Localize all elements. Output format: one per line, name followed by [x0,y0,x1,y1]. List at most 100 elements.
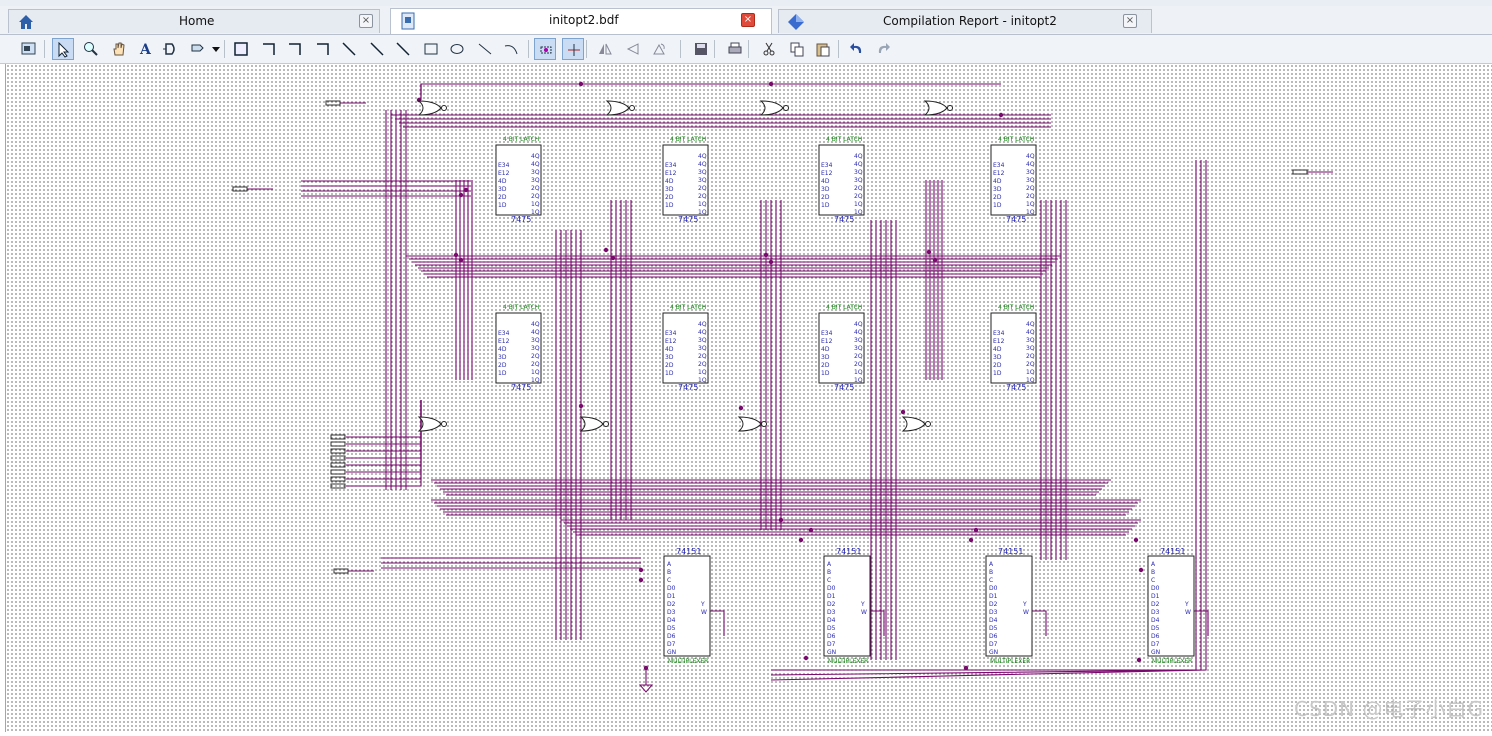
copy-icon[interactable] [786,38,808,60]
chip-pin-label: 3D [821,354,830,361]
input-pin[interactable] [330,448,346,454]
chip-pin-label: D5 [989,625,998,632]
tab-initopt2-bdf[interactable]: initopt2.bdf × [390,8,772,34]
chip-pin-label: 3Q [531,169,540,176]
diagonal-bus-tool-icon[interactable] [366,38,388,60]
input-pin[interactable] [232,186,248,192]
undo-icon[interactable] [846,38,868,60]
latch-7475-block[interactable]: 4 BIT LATCHE34E124D3D2D1D4Q4Q3Q3Q2Q2Q1Q1… [818,136,865,224]
mux-part-number: 74151 [676,547,701,556]
chip-pin-label: D6 [989,633,998,640]
chip-pin-label: 2Q [698,353,707,360]
orthogonal-conduit-tool-icon[interactable] [312,38,334,60]
ellipse-tool-icon[interactable] [446,38,468,60]
latch-7475-block[interactable]: 4 BIT LATCHE34E124D3D2D1D4Q4Q3Q3Q2Q2Q1Q1… [662,136,709,224]
block-tool-icon[interactable] [230,38,252,60]
hand-tool-icon[interactable] [108,38,130,60]
latch-7475-block[interactable]: 4 BIT LATCHE34E124D3D2D1D4Q4Q3Q3Q2Q2Q1Q1… [990,304,1037,392]
latch-7475-block[interactable]: 4 BIT LATCHE34E124D3D2D1D4Q4Q3Q3Q2Q2Q1Q1… [990,136,1037,224]
orthogonal-bus-tool-icon[interactable] [284,38,306,60]
or-gate-symbol[interactable] [417,416,447,432]
orthogonal-node-tool-icon[interactable] [258,38,280,60]
chip-pin-label: 4Q [531,321,540,328]
latch-7475-block[interactable]: 4 BIT LATCHE34E124D3D2D1D4Q4Q3Q3Q2Q2Q1Q1… [495,136,542,224]
close-icon[interactable]: × [359,14,373,28]
input-pin[interactable] [325,100,341,106]
close-icon[interactable]: × [741,13,755,27]
input-pin[interactable] [330,483,346,489]
input-pin[interactable] [330,462,346,468]
chip-pin-label: 4Q [531,329,540,336]
latch-7475-block[interactable]: 4 BIT LATCHE34E124D3D2D1D4Q4Q3Q3Q2Q2Q1Q1… [662,304,709,392]
partial-line-selection-icon[interactable] [562,38,584,60]
chip-pin-label: E34 [665,330,677,337]
or-gate-symbol[interactable] [737,416,767,432]
bus-wire [346,400,422,473]
pin-tool-icon[interactable] [188,38,210,60]
or-gate-symbol[interactable] [579,416,609,432]
diagonal-node-tool-icon[interactable] [338,38,360,60]
rectangle-tool-icon[interactable] [420,38,442,60]
chip-pin-label: 2Q [1026,361,1035,368]
diagonal-conduit-tool-icon[interactable] [392,38,414,60]
or-gate-symbol[interactable] [417,100,447,116]
output-pin[interactable] [1292,169,1308,175]
paste-icon[interactable] [812,38,834,60]
latch-7475-block[interactable]: 4 BIT LATCHE34E124D3D2D1D4Q4Q3Q3Q2Q2Q1Q1… [495,304,542,392]
latch-7475-block[interactable]: 4 BIT LATCHE34E124D3D2D1D4Q4Q3Q3Q2Q2Q1Q1… [818,304,865,392]
save-icon[interactable] [690,38,712,60]
bus-wire [420,83,1001,98]
text-tool-icon[interactable]: A [134,38,156,60]
flip-vertical-icon[interactable] [622,38,644,60]
or-gate-symbol[interactable] [759,100,789,116]
or-gate-symbol[interactable] [901,416,931,432]
symbol-tool-icon[interactable] [160,38,182,60]
flip-horizontal-icon[interactable] [594,38,616,60]
bus-wire [346,400,422,480]
tab-home[interactable]: Home × [8,9,380,33]
chip-pin-label: D5 [667,625,676,632]
cut-icon[interactable] [758,38,780,60]
or-gate-symbol[interactable] [923,100,953,116]
chip-pin-label: 3Q [854,177,863,184]
chip-pin-label: D7 [667,641,676,648]
tab-compilation-report[interactable]: Compilation Report - initopt2 × [778,9,1152,33]
chip-pin-label: 4Q [698,329,707,336]
print-icon[interactable] [724,38,746,60]
chip-pin-label: 3D [498,354,507,361]
symbol-dropdown-arrow-icon[interactable] [208,38,222,60]
input-pin[interactable] [330,434,346,440]
chip-pin-label: E12 [665,338,677,345]
bus-wire [420,83,1001,94]
arc-tool-icon[interactable] [500,38,522,60]
input-pin[interactable] [330,441,346,447]
chip-pin-label: D1 [989,593,998,600]
rubberbanding-icon[interactable] [534,38,556,60]
chip-pin-label: E12 [821,170,833,177]
line-tool-icon[interactable] [474,38,496,60]
ground-symbol [638,668,654,693]
window-detach-icon[interactable] [18,38,40,60]
or-gate-symbol[interactable] [605,100,635,116]
close-icon[interactable]: × [1123,14,1137,28]
input-pin[interactable] [330,455,346,461]
chip-pin-label: A [989,561,994,568]
zoom-tool-icon[interactable] [80,38,102,60]
input-pin[interactable] [330,476,346,482]
rotate-icon[interactable] [648,38,670,60]
wire-junction [803,655,809,661]
input-pin[interactable] [333,568,349,574]
redo-icon[interactable] [872,38,894,60]
chip-pin-label: 4Q [698,321,707,328]
chip-pin-label: 3Q [698,169,707,176]
chip-pin-label: 3Q [698,345,707,352]
input-pin[interactable] [330,469,346,475]
chip-pin-label: 3D [993,354,1002,361]
chip-pin-label: D2 [827,601,836,608]
selection-tool-icon[interactable] [52,38,74,60]
